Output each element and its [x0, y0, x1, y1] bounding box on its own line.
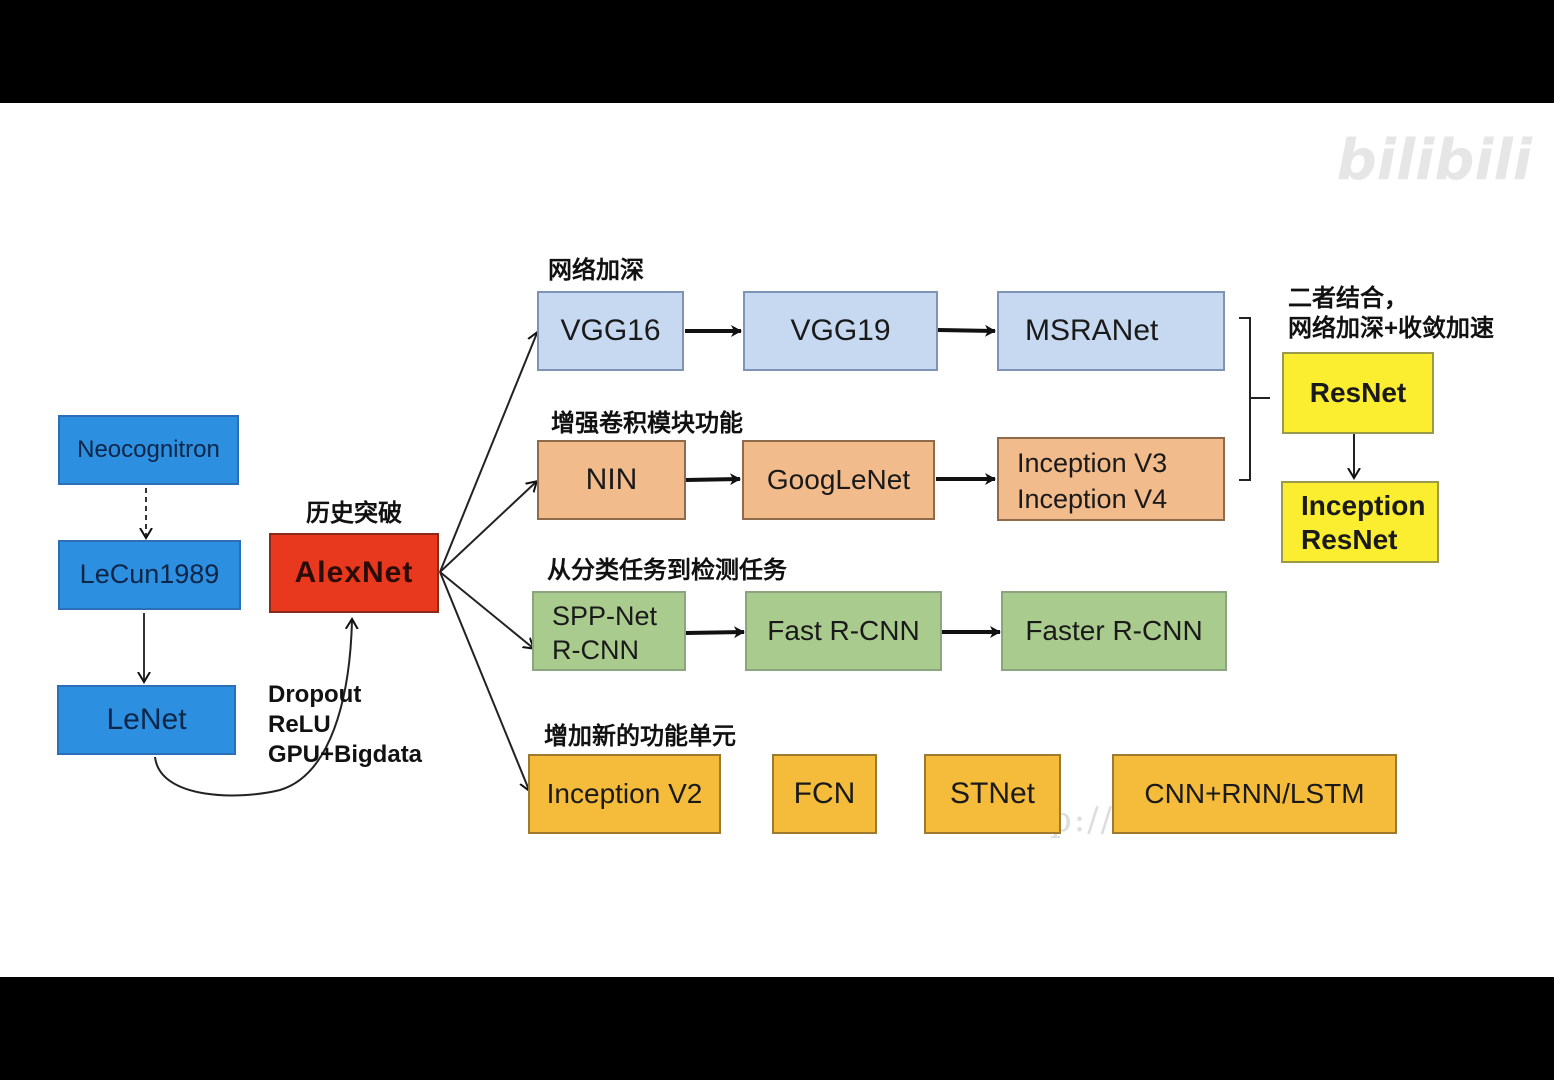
node-lenet: LeNet: [57, 685, 236, 755]
label-history: 历史突破: [306, 500, 402, 527]
node-inception-v3-v4: Inception V3 Inception V4: [997, 437, 1225, 521]
label-combine-line1: 二者结合，: [1288, 285, 1408, 312]
arrow-alexnet-inceptionv2: [439, 571, 529, 790]
node-fcn: FCN: [772, 754, 877, 834]
node-inception-v4: Inception V4: [1017, 484, 1168, 514]
node-msranet: MSRANet: [997, 291, 1225, 371]
bilibili-watermark: bilibili: [1336, 128, 1532, 193]
node-cnn-rnn-lstm: CNN+RNN/LSTM: [1112, 754, 1397, 834]
node-rcnn: R-CNN: [552, 635, 639, 665]
arrow-nin-googlenet: [685, 473, 741, 486]
label-enhance: 增强卷积模块功能: [551, 410, 743, 437]
arrow-spp-fast: [685, 626, 745, 639]
arrow-alexnet-spp: [439, 571, 533, 648]
node-vgg16: VGG16: [537, 291, 684, 371]
node-inception-resnet-line1: Inception: [1301, 490, 1426, 521]
node-inception-resnet: Inception ResNet: [1281, 481, 1439, 563]
node-lecun1989: LeCun1989: [58, 540, 241, 610]
label-newunit: 增加新的功能单元: [544, 723, 736, 750]
node-nin: NIN: [537, 440, 686, 520]
node-googlenet: GoogLeNet: [742, 440, 935, 520]
combine-brace: [1239, 317, 1270, 481]
label-relu: ReLU: [268, 711, 331, 738]
label-combine-line2: 网络加深+收敛加速: [1288, 315, 1495, 342]
arrow-lenet-alexnet: [154, 620, 352, 797]
arrow-alexnet-nin: [439, 482, 536, 573]
node-vgg19: VGG19: [743, 291, 938, 371]
node-inception-v3: Inception V3: [1017, 448, 1168, 478]
node-alexnet: AlexNet: [269, 533, 439, 613]
node-inception-resnet-line2: ResNet: [1301, 524, 1398, 555]
node-inception-v2: Inception V2: [528, 754, 721, 834]
label-detect: 从分类任务到检测任务: [547, 557, 787, 584]
label-alexnet-factors: Dropout ReLU GPU+Bigdata: [268, 680, 422, 770]
node-stnet: STNet: [924, 754, 1061, 834]
node-faster-rcnn: Faster R-CNN: [1001, 591, 1227, 671]
arrow-vgg19-msranet: [937, 324, 996, 337]
node-resnet: ResNet: [1282, 352, 1434, 434]
node-sppnet: SPP-Net: [552, 601, 658, 631]
node-spp-rcnn: SPP-Net R-CNN: [532, 591, 686, 671]
label-combine: 二者结合， 网络加深+收敛加速: [1288, 284, 1494, 344]
label-gpu-bigdata: GPU+Bigdata: [268, 741, 423, 768]
node-neocognitron: Neocognitron: [58, 415, 239, 485]
label-deepen: 网络加深: [548, 257, 644, 284]
node-fast-rcnn: Fast R-CNN: [745, 591, 942, 671]
label-dropout: Dropout: [268, 681, 362, 708]
arrow-alexnet-vgg16: [439, 333, 537, 573]
